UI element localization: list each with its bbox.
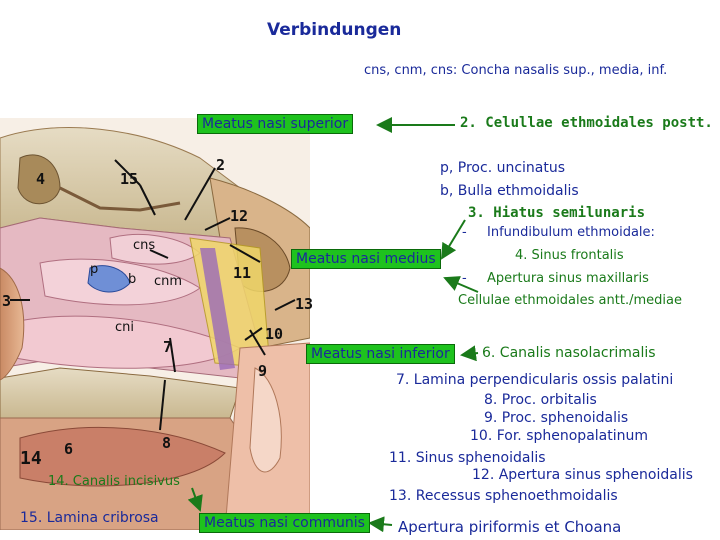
- label-for-sphenopalatinum: 10. For. sphenopalatinum: [470, 428, 649, 444]
- label-apertura-maxillaris: Apertura sinus maxillaris: [487, 271, 649, 286]
- label-canalis-incisivus: 14. Canalis incisivus: [48, 474, 180, 489]
- figure-label-cnm: cnm: [154, 274, 183, 289]
- arrow-antt: [443, 276, 479, 293]
- figure-label-cns: cns: [133, 238, 156, 253]
- pointer-8: [159, 379, 166, 431]
- meatus-inferior-box: Meatus nasi inferior: [306, 344, 455, 364]
- pointer-15a: [114, 159, 141, 186]
- subtitle: cns, cnm, cns: Concha nasalis sup., medi…: [364, 63, 668, 78]
- figure-label-cni: cni: [115, 320, 134, 335]
- pointer-cns: [149, 249, 169, 259]
- dash-2: -: [462, 271, 467, 286]
- pointer-10: [244, 327, 263, 341]
- meatus-superior-box: Meatus nasi superior: [197, 114, 354, 134]
- label-proc-sphenoidalis: 9. Proc. sphenoidalis: [484, 410, 629, 426]
- pointer-15b: [139, 184, 156, 216]
- label-apertura-piriformis: Apertura piriformis et Choana: [398, 518, 622, 536]
- figure-label-4: 4: [36, 170, 46, 188]
- pointer-7: [169, 337, 176, 373]
- arrow-piriformis: [368, 516, 393, 533]
- figure-label-7: 7: [163, 338, 173, 356]
- figure-label-8: 8: [162, 434, 172, 452]
- arrow-hiatus: [440, 219, 466, 260]
- label-canalis-nasolacrimalis: 6. Canalis nasolacrimalis: [482, 345, 656, 361]
- label-lamina-cribrosa: 15. Lamina cribrosa: [20, 510, 159, 526]
- label-sinus-frontalis: 4. Sinus frontalis: [515, 248, 624, 263]
- label-proc-orbitalis: 8. Proc. orbitalis: [484, 392, 597, 408]
- pointer-12: [204, 217, 231, 231]
- label-proc-uncinatus: p, Proc. uncinatus: [440, 160, 566, 176]
- pointer-2: [184, 167, 216, 221]
- dash-1: -: [462, 225, 467, 240]
- pointer-11: [229, 244, 261, 263]
- figure-label-9: 9: [258, 362, 268, 380]
- figure-label-b: b: [128, 272, 137, 287]
- label-lamina-perpendicularis: 7. Lamina perpendicularis ossis palatini: [396, 372, 674, 388]
- figure-label-15: 15: [120, 170, 139, 188]
- label-cellulae-antt: Cellulae ethmoidales antt./mediae: [458, 293, 682, 308]
- nasal-cavity-illustration: [0, 118, 310, 530]
- pointer-13: [274, 299, 296, 311]
- meatus-medius-box: Meatus nasi medius: [291, 249, 441, 269]
- page-title: Verbindungen: [267, 20, 402, 40]
- figure-label-6: 6: [64, 440, 74, 458]
- label-bulla: b, Bulla ethmoidalis: [440, 183, 579, 199]
- figure-label-p: p: [90, 262, 99, 277]
- figure-label-2: 2: [216, 156, 226, 174]
- figure-label-12: 12: [230, 207, 249, 225]
- label-celullae-postt: 2. Celullae ethmoidales postt.: [460, 115, 713, 131]
- meatus-communis-box: Meatus nasi communis: [199, 513, 370, 533]
- arrow-nasolacrimalis: [460, 345, 479, 362]
- label-apertura-sphenoidalis: 12. Apertura sinus sphenoidalis: [472, 467, 693, 483]
- figure-label-11: 11: [233, 264, 252, 282]
- figure-label-3: 3: [2, 292, 12, 310]
- label-infundibulum: Infundibulum ethmoidale:: [487, 225, 655, 240]
- label-hiatus: 3. Hiatus semilunaris: [468, 205, 646, 221]
- label-recessus: 13. Recessus sphenoethmoidalis: [389, 488, 618, 504]
- arrow-incisivus: [187, 487, 203, 512]
- figure-label-13: 13: [295, 295, 314, 313]
- label-sinus-sphenoidalis: 11. Sinus sphenoidalis: [389, 450, 546, 466]
- figure-label-10: 10: [265, 325, 284, 343]
- figure-label-14: 14: [20, 448, 42, 469]
